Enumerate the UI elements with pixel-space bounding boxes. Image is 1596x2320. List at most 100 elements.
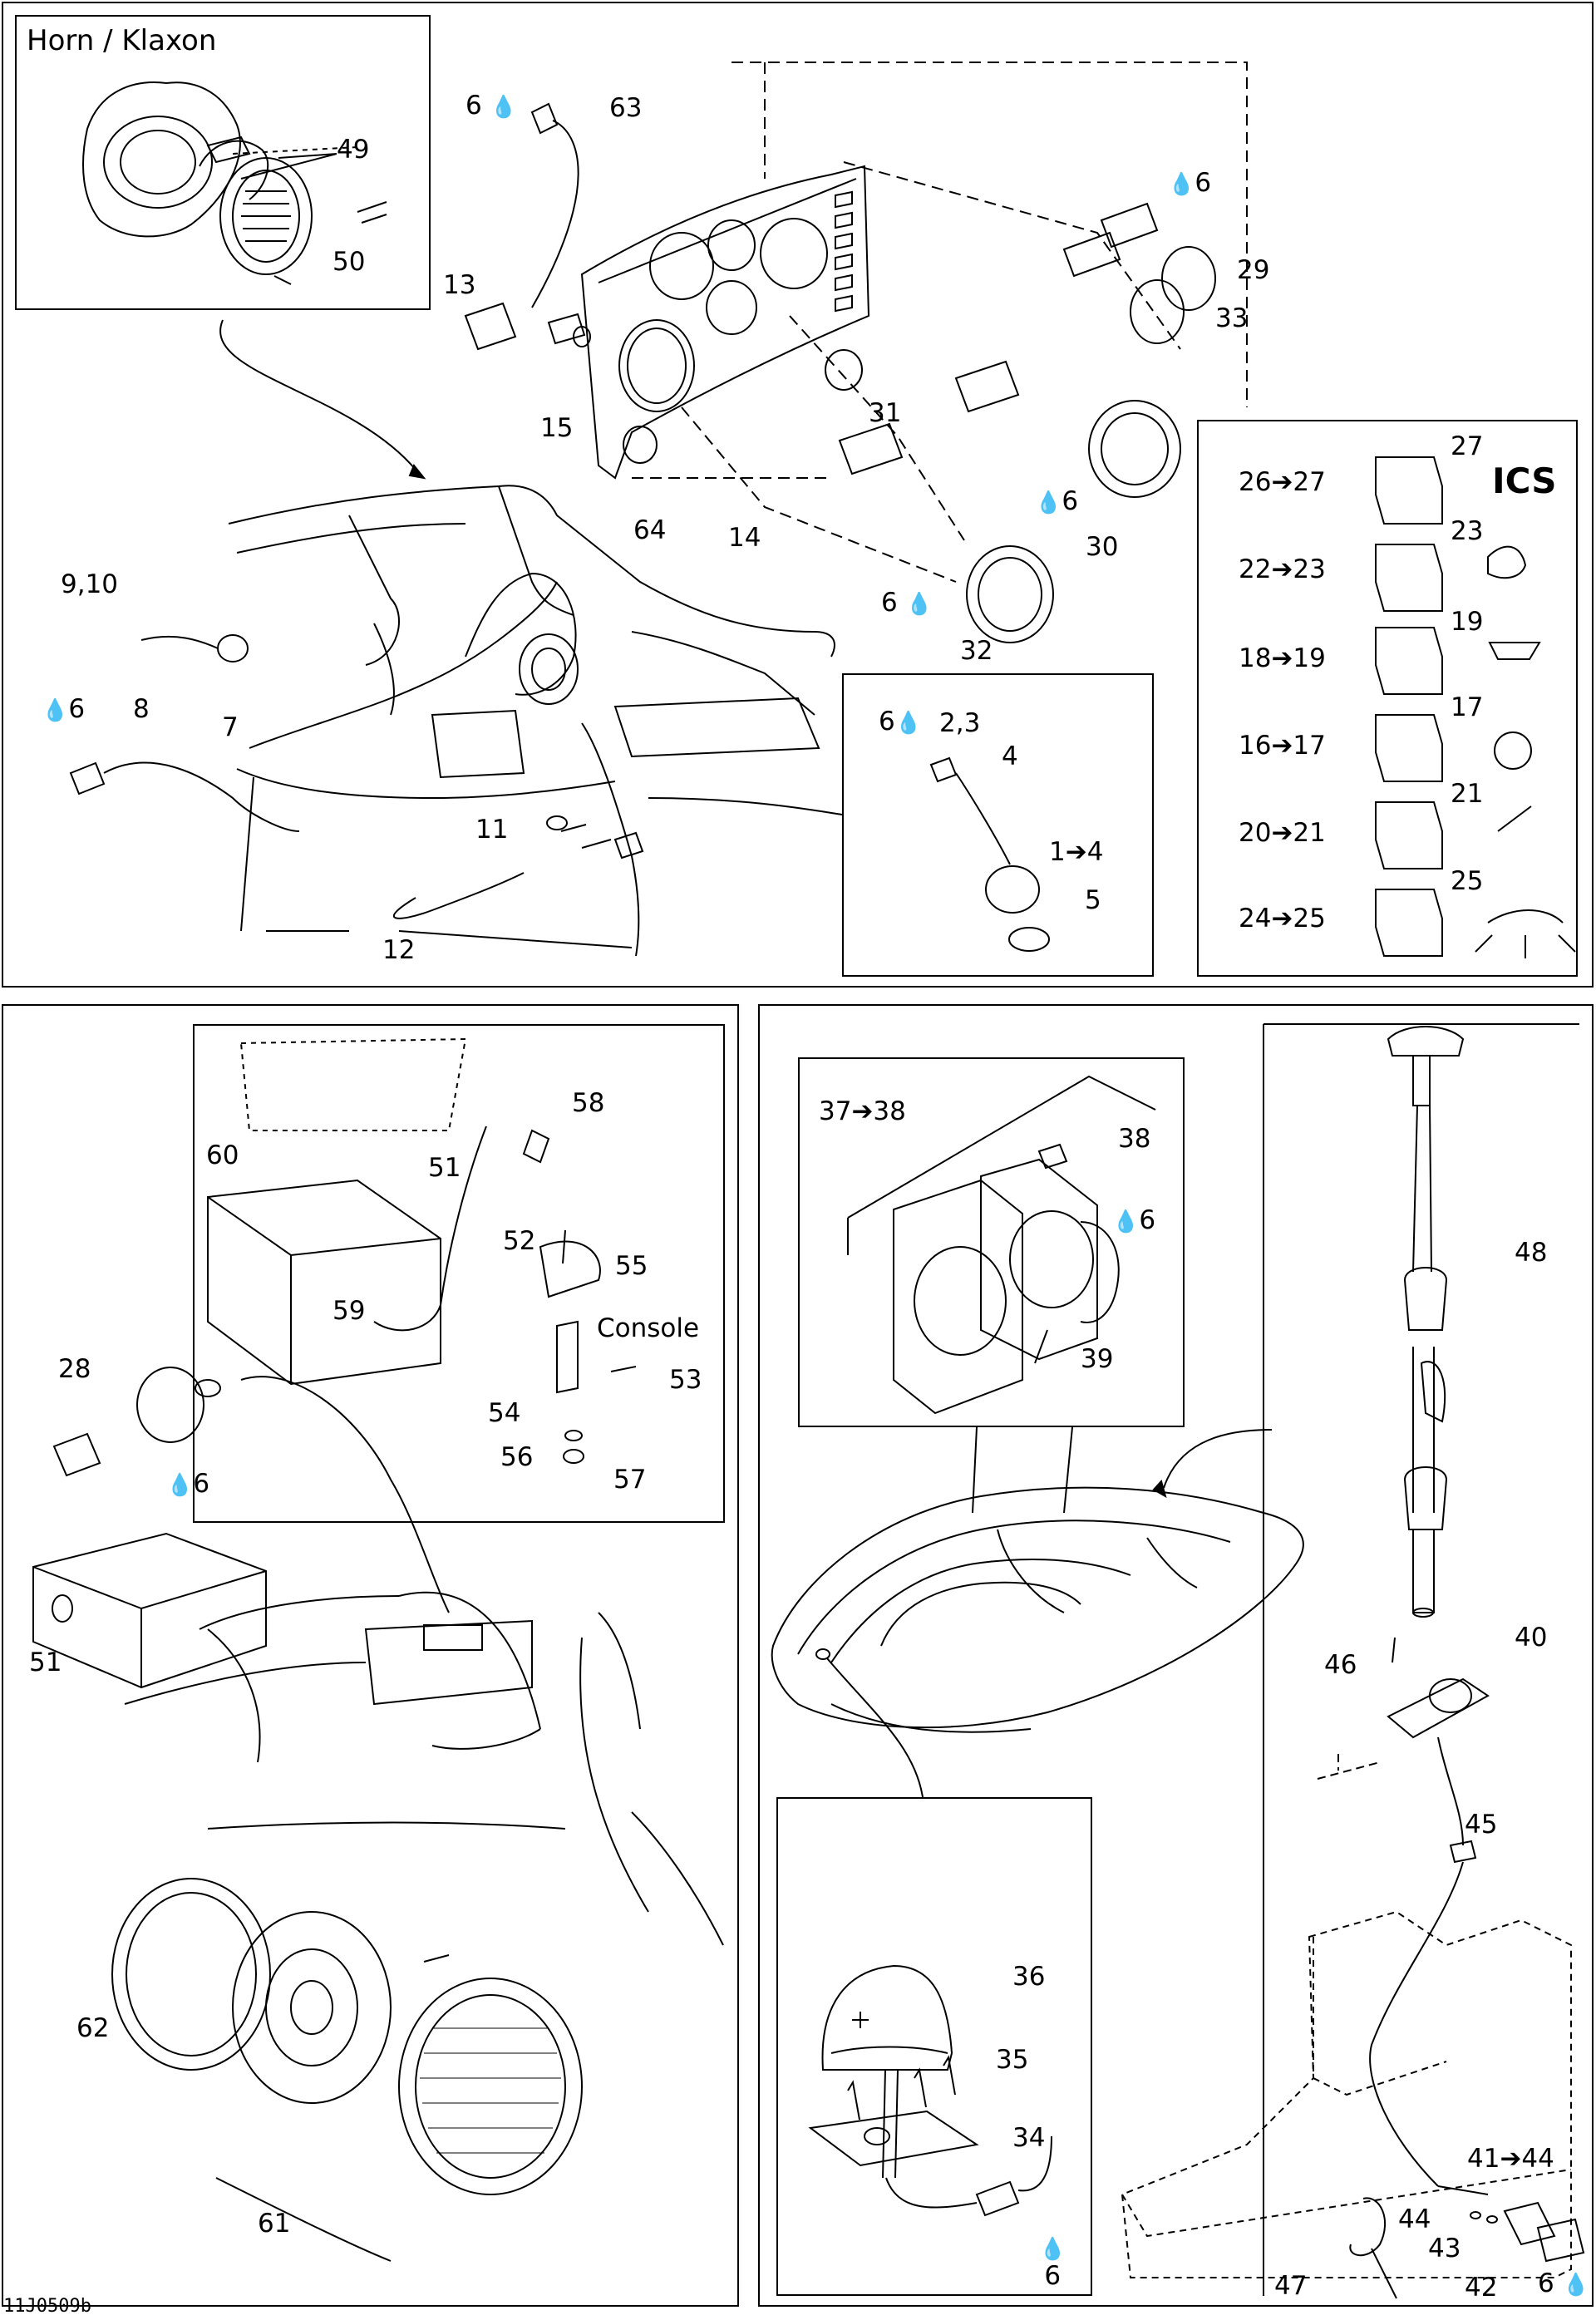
callout-56: 56 <box>500 1442 534 1472</box>
drop-icon: 💧 <box>1112 1209 1140 1234</box>
callout-45: 45 <box>1465 1810 1498 1840</box>
drop-icon: 💧 <box>1562 2273 1589 2298</box>
callout-37-38: 37➔38 <box>819 1096 906 1126</box>
callout-23: 23 <box>1451 516 1484 546</box>
callout-54: 54 <box>488 1398 521 1428</box>
callout-55: 55 <box>615 1251 648 1281</box>
callout-51-a: 51 <box>428 1153 461 1183</box>
drop-icon: 💧 <box>905 592 933 617</box>
radio-drawing <box>207 1037 637 1464</box>
callout-29: 29 <box>1237 255 1270 285</box>
callout-20-21: 20➔21 <box>1239 818 1326 848</box>
callout-6-j: 6 💧 <box>1538 2268 1589 2298</box>
connector-drawing <box>1349 2185 1585 2299</box>
callout-25: 25 <box>1451 866 1484 896</box>
callout-6-i: 💧6 <box>1039 2237 1066 2292</box>
callout-28: 28 <box>58 1354 91 1384</box>
callout-50: 50 <box>332 247 366 277</box>
callout-64: 64 <box>633 515 667 545</box>
drop-icon: 💧 <box>1035 490 1062 515</box>
horn-drawing <box>82 81 387 285</box>
switch-drawings <box>1375 456 1576 958</box>
callout-6-f: 6💧 <box>879 707 923 736</box>
callout-1-4: 1➔4 <box>1049 837 1104 867</box>
callout-35-b: 35 <box>996 2045 1029 2075</box>
callout-31: 31 <box>869 398 902 428</box>
callout-6-c: 💧6 <box>1035 486 1079 516</box>
callout-59: 59 <box>332 1296 366 1326</box>
light-inset <box>842 673 1154 977</box>
seat-base-drawing <box>1121 1910 1572 2278</box>
callout-51-b: 51 <box>29 1648 62 1677</box>
callout-49: 49 <box>337 135 370 165</box>
callout-7: 7 <box>222 712 239 742</box>
callout-12: 12 <box>382 935 416 965</box>
callout-47: 47 <box>1274 2271 1308 2301</box>
callout-21: 21 <box>1451 779 1484 809</box>
callout-14: 14 <box>728 523 761 553</box>
callout-48: 48 <box>1515 1238 1548 1268</box>
drop-icon: 💧 <box>1039 2237 1066 2262</box>
ics-label: ICS <box>1492 461 1557 501</box>
mount-base-drawing <box>1317 1637 1490 2187</box>
callout-26-27: 26➔27 <box>1239 467 1326 497</box>
drop-icon: 💧 <box>42 698 69 723</box>
callout-27: 27 <box>1451 431 1484 461</box>
socket-drawing <box>52 1367 450 1613</box>
console-body-drawing-2 <box>124 1591 724 1946</box>
nav-light-drawing <box>808 1964 1052 2217</box>
reference-code: 11J0509b <box>3 2296 91 2317</box>
callout-53: 53 <box>669 1365 702 1395</box>
drop-icon: 💧 <box>490 95 517 120</box>
drop-icon: 💧 <box>894 711 923 736</box>
callout-24-25: 24➔25 <box>1239 904 1326 933</box>
callout-15: 15 <box>540 413 574 443</box>
callout-30: 30 <box>1086 532 1119 562</box>
console-body-drawing <box>228 485 835 957</box>
callout-6-g: 💧6 <box>166 1469 210 1499</box>
callout-57: 57 <box>613 1465 647 1495</box>
horn-inset <box>15 15 431 310</box>
callout-60: 60 <box>206 1140 239 1170</box>
console-label: Console <box>597 1313 700 1343</box>
callout-5: 5 <box>1085 885 1101 915</box>
callout-61: 61 <box>258 2209 291 2239</box>
callout-11: 11 <box>475 815 509 845</box>
gauge-inset <box>798 1057 1185 1427</box>
drop-icon: 💧 <box>1168 172 1195 197</box>
radio-inset <box>193 1024 725 1523</box>
callout-18-19: 18➔19 <box>1239 643 1326 673</box>
callout-58: 58 <box>572 1088 605 1118</box>
callout-13: 13 <box>443 270 476 300</box>
callout-6-b: 💧6 <box>1168 168 1212 198</box>
boat-nav-light-inset <box>776 1797 1092 2296</box>
callout-39: 39 <box>1081 1344 1114 1374</box>
callout-8: 8 <box>133 694 150 724</box>
horn-title: Horn / Klaxon <box>27 24 217 57</box>
callout-46: 46 <box>1324 1650 1357 1680</box>
instrument-panel-drawing <box>580 165 870 480</box>
callout-9-10: 9,10 <box>61 569 119 599</box>
callout-19: 19 <box>1451 607 1484 637</box>
callout-6-d: 6 💧 <box>881 588 933 618</box>
callout-43: 43 <box>1428 2234 1461 2263</box>
gauges-drawing <box>464 102 1216 643</box>
callout-52: 52 <box>503 1226 536 1256</box>
callout-38: 38 <box>1118 1124 1151 1154</box>
callout-63: 63 <box>609 93 643 123</box>
callout-33: 33 <box>1215 303 1249 333</box>
antenna-drawing <box>1263 1023 1579 2296</box>
callout-32: 32 <box>960 636 993 666</box>
boat-drawing <box>771 1426 1304 1798</box>
switch-inset <box>1197 420 1578 977</box>
callout-62: 62 <box>76 2013 110 2043</box>
drop-icon: 💧 <box>166 1473 194 1498</box>
callout-34: 34 <box>1012 2123 1046 2153</box>
callout-6-h: 💧6 <box>1112 1205 1156 1235</box>
courtesy-light-drawing <box>929 756 1050 952</box>
callout-36: 36 <box>1012 1962 1046 1992</box>
callout-6-a: 6 💧 <box>466 91 517 121</box>
callout-6-e: 💧6 <box>42 694 86 724</box>
callout-40: 40 <box>1515 1623 1548 1653</box>
